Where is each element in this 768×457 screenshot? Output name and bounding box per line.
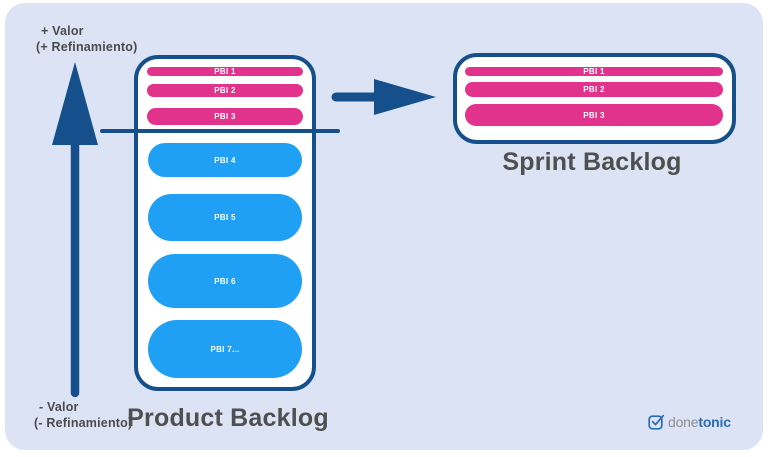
- pbi-card: PBI 2: [147, 84, 303, 97]
- product-backlog-title: Product Backlog: [127, 404, 329, 432]
- logo-text-done: done: [668, 413, 699, 430]
- pbi-card: PBI 5: [148, 194, 302, 241]
- label-less-value: - Valor (- Refinamiento): [34, 400, 132, 431]
- label-less-refinement-line2: (- Refinamiento): [34, 415, 133, 430]
- pbi-card: PBI 3: [465, 104, 723, 126]
- checkmark-icon: [648, 414, 665, 430]
- logo-text-tonic: tonic: [698, 413, 731, 430]
- logo-text: donetonic: [668, 414, 731, 430]
- label-more-refinement-line2: (+ Refinamiento): [36, 39, 138, 54]
- pbi-card: PBI 1: [147, 67, 303, 76]
- pbi-card: PBI 2: [465, 82, 723, 97]
- pbi-card: PBI 1: [465, 67, 723, 76]
- pbi-card: PBI 4: [148, 143, 302, 177]
- refinement-divider-line: [100, 129, 340, 133]
- label-more-value-line1: + Valor: [41, 24, 84, 38]
- value-up-arrow-icon: [52, 62, 98, 398]
- label-more-value: + Valor (+ Refinamiento): [36, 24, 137, 55]
- pbi-card: PBI 6: [148, 254, 302, 308]
- pbi-card: PBI 3: [147, 108, 303, 125]
- donetonic-logo: donetonic: [648, 413, 731, 430]
- sprint-backlog-title: Sprint Backlog: [502, 148, 682, 176]
- pbi-card: PBI 7...: [148, 320, 302, 378]
- transfer-right-arrow-icon: [331, 79, 436, 115]
- label-less-value-line1: - Valor: [39, 400, 79, 414]
